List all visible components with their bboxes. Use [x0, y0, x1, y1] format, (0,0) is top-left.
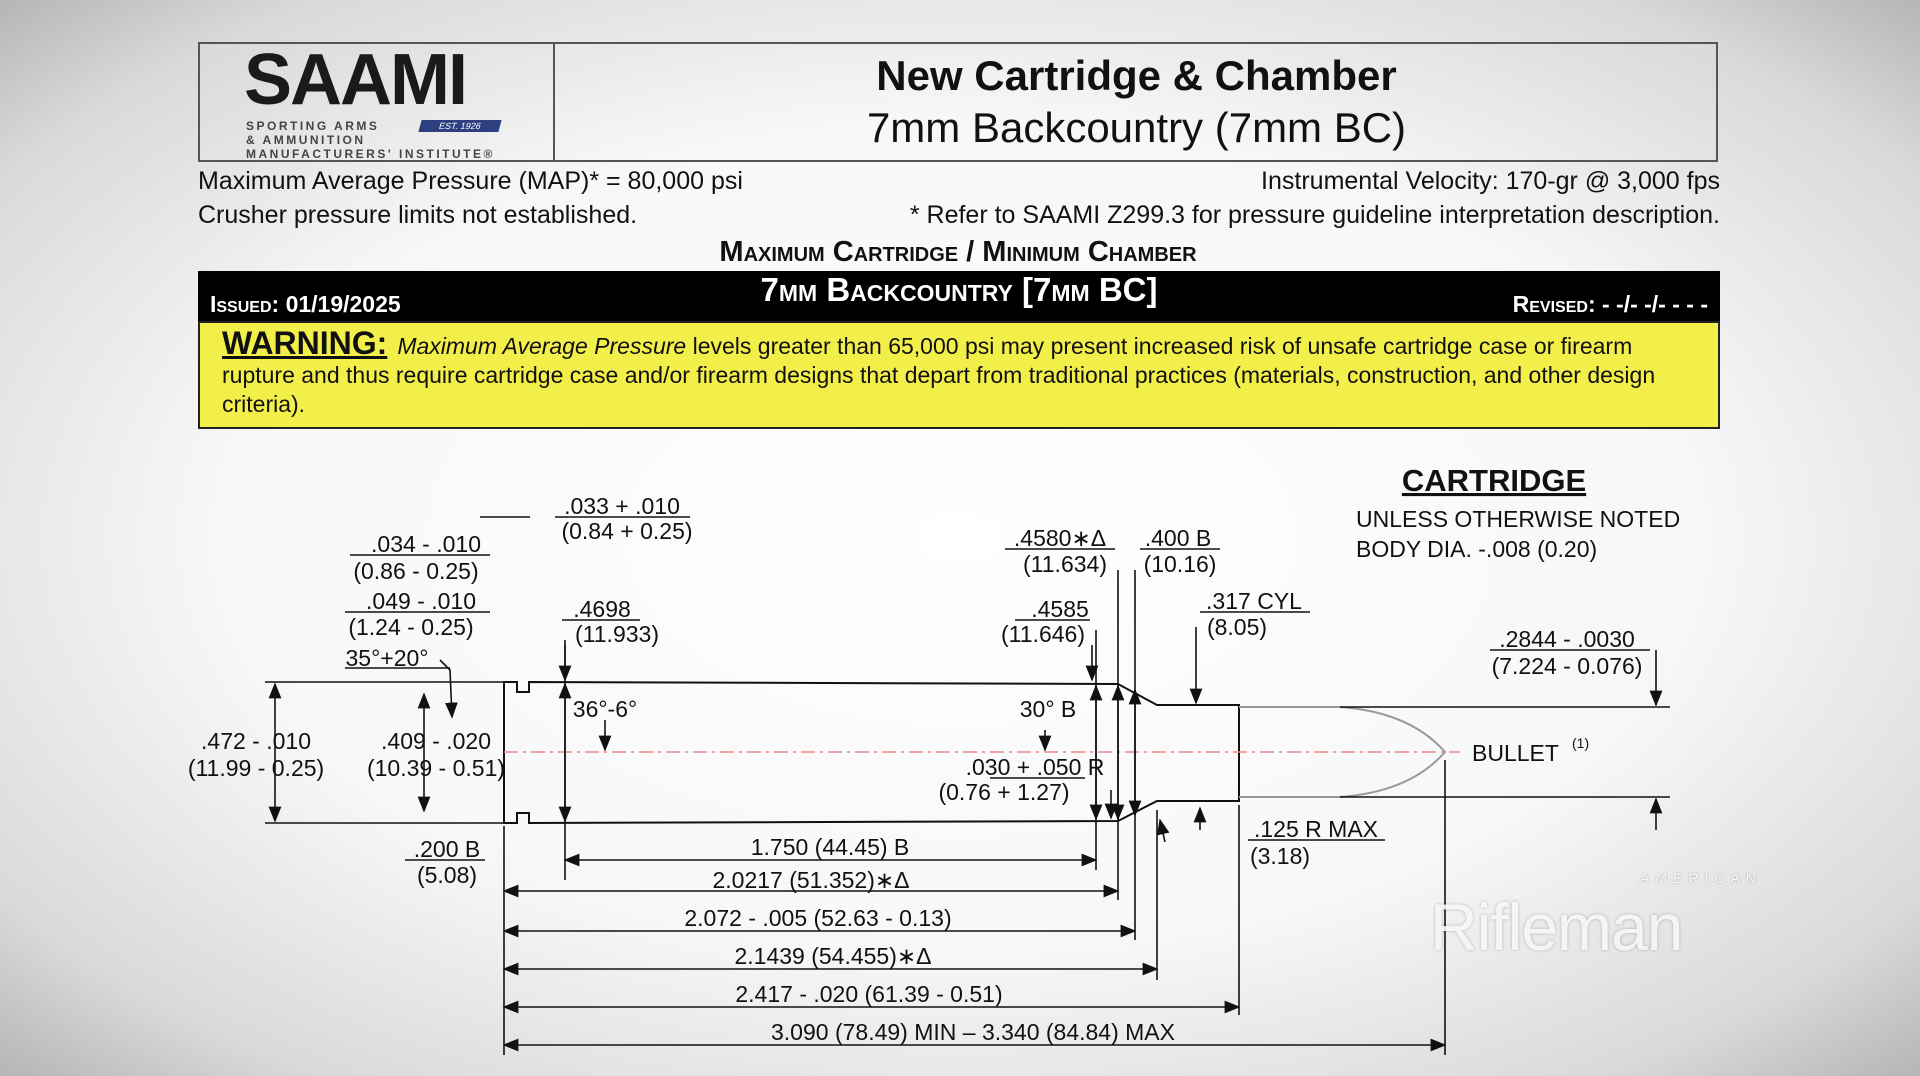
dim-030-mm: (0.76 + 1.27) [938, 779, 1069, 805]
len-21439: 2.1439 (54.455)∗Δ [734, 943, 931, 969]
label-underlines [345, 516, 1650, 861]
len-1750: 1.750 (44.45) B [751, 834, 910, 860]
dim-4585: .4585 [1031, 596, 1089, 622]
issued-date: Issued: 01/19/2025 [210, 291, 401, 317]
angle-35: 35°+20° [346, 645, 429, 671]
logo-wordmark: SAAMI [244, 40, 468, 120]
dim-317: .317 CYL [1206, 588, 1302, 614]
velocity-text: Instrumental Velocity: 170-gr @ 3,000 fp… [1261, 167, 1720, 195]
dimension-labels: .034 - .010 (0.86 - 0.25) .049 - .010 (1… [188, 493, 1643, 1045]
dim-groove-dia: .409 - .020 [381, 728, 491, 754]
revised-date: Revised: - -/- -/- - - - [1512, 291, 1708, 317]
cartridge-title-bar: Issued: 01/19/2025 7mm Backcountry [7mm … [198, 271, 1720, 321]
angle-36: 36°-6° [573, 696, 637, 722]
dim-4580-mm: (11.634) [1023, 551, 1107, 577]
dim-2844-mm: (7.224 - 0.076) [1492, 653, 1643, 679]
map-text: Maximum Average Pressure (MAP)* = 80,000… [198, 167, 743, 195]
note-line2: BODY DIA. -.008 (0.20) [1356, 536, 1597, 562]
dim-rim-dia-mm: (11.99 - 0.25) [188, 755, 324, 781]
dim-033: .033 + .010 [564, 493, 680, 519]
dim-400-mm: (10.16) [1144, 551, 1217, 577]
len-2417: 2.417 - .020 (61.39 - 0.51) [735, 981, 1002, 1007]
dim-317-mm: (8.05) [1207, 614, 1267, 640]
dim-4580: .4580∗Δ [1014, 525, 1106, 551]
len-2072: 2.072 - .005 (52.63 - 0.13) [684, 905, 951, 931]
watermark-american: AMERICAN [1640, 870, 1762, 886]
header-divider [553, 42, 555, 162]
saami-logo: SAAMI EST. 1926 SPORTING ARMS & AMMUNITI… [244, 40, 514, 161]
dim-2844: .2844 - .0030 [1499, 626, 1635, 652]
doc-subtitle: 7mm Backcountry (7mm BC) [866, 104, 1407, 151]
dim-125: .125 R MAX [1254, 816, 1378, 842]
dim-4698-mm: (11.933) [575, 621, 659, 647]
warning-text: levels greater than 65,000 psi may prese… [222, 333, 1656, 417]
logo-line2: & AMMUNITION [246, 133, 366, 147]
len-3090: 3.090 (78.49) MIN – 3.340 (84.84) MAX [771, 1019, 1175, 1045]
refer-text: * Refer to SAAMI Z299.3 for pressure gui… [909, 201, 1720, 229]
warning-box: WARNING: Maximum Average Pressure levels … [198, 321, 1720, 429]
watermark-rifleman: Rifleman [1430, 890, 1683, 964]
bullet-label: BULLET [1472, 740, 1559, 766]
dim-groove-dia-mm: (10.39 - 0.51) [367, 755, 505, 781]
logo-line3: MANUFACTURERS' INSTITUTE® [246, 147, 495, 161]
cartridge-heading: CARTRIDGE [1402, 463, 1586, 498]
doc-title: New Cartridge & Chamber [876, 52, 1397, 99]
dim-200: .200 B [414, 836, 481, 862]
dim-200-mm: (5.08) [417, 862, 477, 888]
dim-rim-dia: .472 - .010 [201, 728, 311, 754]
cartridge-name: 7mm Backcountry [7mm BC] [760, 271, 1158, 308]
warning-italic: Maximum Average Pressure [397, 333, 687, 359]
dim-030: .030 + .050 R [966, 754, 1105, 780]
warning-label: WARNING: [222, 325, 388, 361]
dim-rim-thickness: .034 - .010 [371, 531, 481, 557]
crusher-text: Crusher pressure limits not established. [198, 201, 638, 229]
note-line1: UNLESS OTHERWISE NOTED [1356, 506, 1680, 532]
dim-033-mm: (0.84 + 0.25) [561, 518, 692, 544]
dim-4698: .4698 [573, 596, 631, 622]
dim-groove-width: .049 - .010 [366, 588, 476, 614]
len-20217: 2.0217 (51.352)∗Δ [712, 867, 909, 893]
dim-rim-thickness-mm: (0.86 - 0.25) [353, 558, 478, 584]
angle-30: 30° B [1020, 696, 1077, 722]
dim-125-mm: (3.18) [1250, 843, 1310, 869]
header-box [198, 42, 1718, 162]
section-heading: Maximum Cartridge / Minimum Chamber [719, 236, 1197, 268]
logo-line1: SPORTING ARMS [246, 119, 380, 133]
dimension-lines [268, 682, 1447, 1052]
dim-400: .400 B [1145, 525, 1212, 551]
leader-lines [439, 627, 1663, 843]
dim-groove-width-mm: (1.24 - 0.25) [348, 614, 473, 640]
bullet-outline [1239, 706, 1447, 798]
dim-4585-mm: (11.646) [1001, 621, 1085, 647]
bullet-note: (1) [1572, 735, 1589, 751]
